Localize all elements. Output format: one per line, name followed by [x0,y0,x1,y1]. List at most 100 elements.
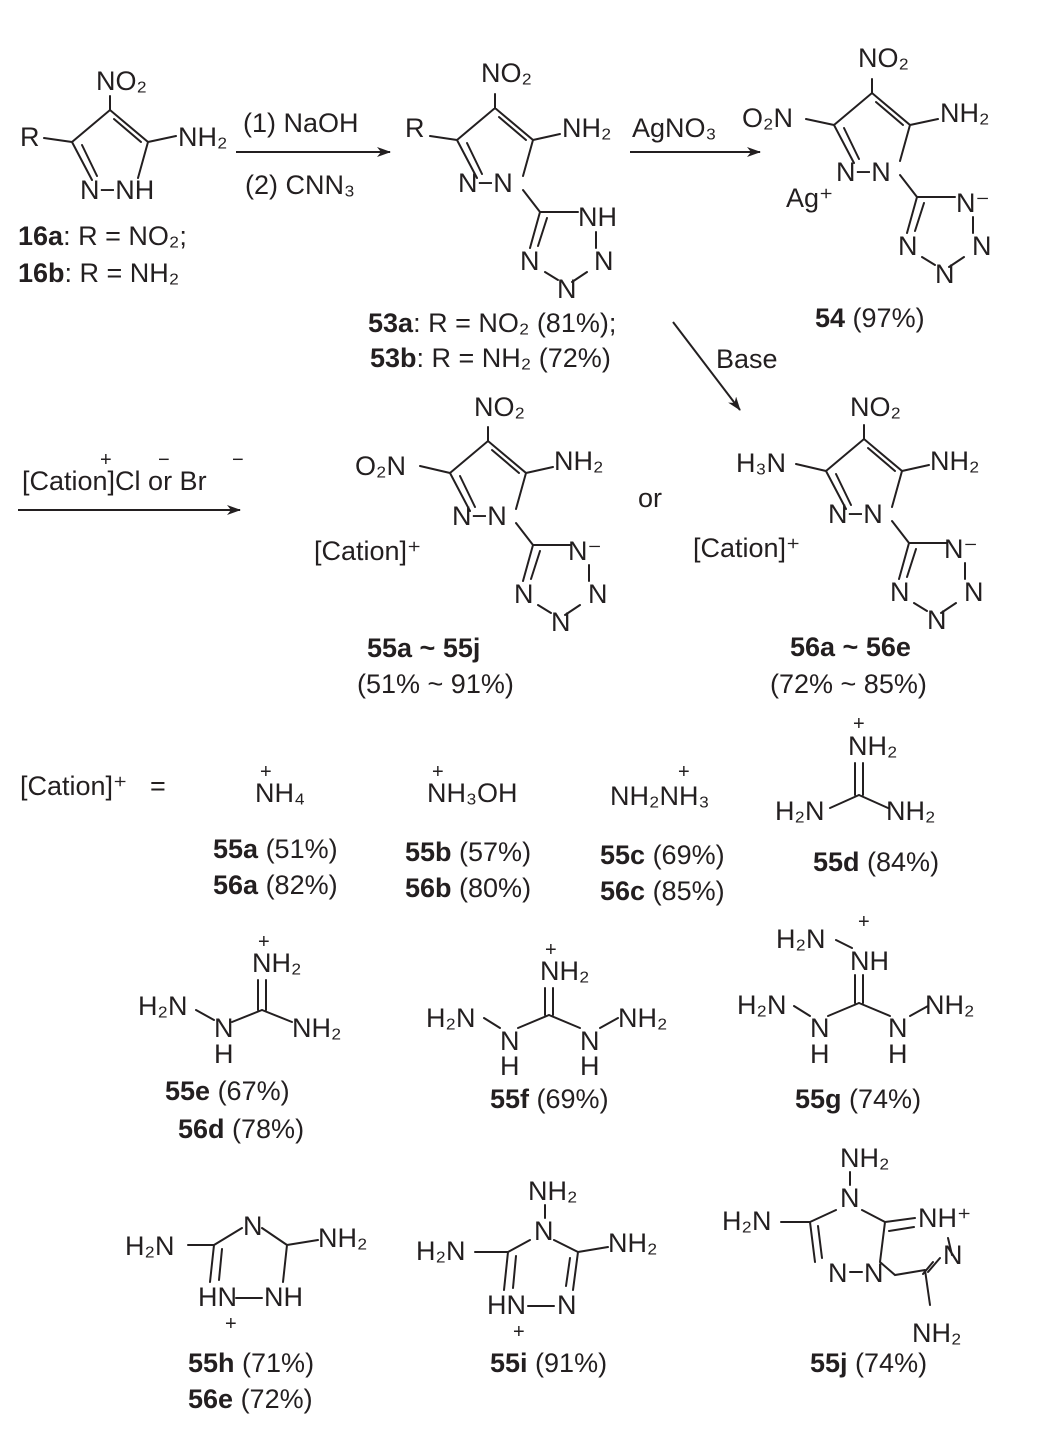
label-tetrazole-n: N [898,231,918,261]
label-n: N [580,1026,600,1056]
caption-55-yield-range: (51% ~ 91%) [357,669,514,699]
label-nh: NH [264,1282,303,1312]
label-nh2: NH₂ [848,731,897,761]
label-nh2: NH₂ [178,122,227,152]
cation-aminoguanidinium: + NH₂ H₂N N H NH₂ 55e (67%) 56d (78%) [138,931,341,1144]
bonds-56 [795,424,966,614]
label-hn: HN [487,1290,526,1320]
label-h: H [580,1051,600,1081]
label-nh-plus: NH⁺ [918,1203,971,1233]
charge-plus: + [545,939,557,961]
bonds-55h [187,1227,319,1299]
label-n: N [810,1013,830,1043]
cation-ammonium: + NH₄ [255,761,305,808]
label-n: N [840,1183,860,1213]
yield-56e: 56e (72%) [188,1384,313,1414]
compound-16: NO₂ R NH₂ N−NH 16a: R = NO₂; 16b: R = NH… [18,66,227,288]
label-nh2: NH₂ [292,1013,341,1043]
label-hn: HN [198,1282,237,1312]
reagent-naoh: (1) NaOH [243,108,359,138]
label-ring-n: N−N [828,499,883,529]
label-nh2: NH₂ [940,98,989,128]
bonds-53 [429,93,597,283]
reagent-cnn3: (2) CNN₃ [245,170,355,200]
yield-55b: 55b (57%) [405,837,531,867]
charge-minus: − [232,449,244,471]
label-h2n: H₂N [426,1003,475,1033]
label-no2: NO₂ [481,58,532,88]
label-tetrazole-nh: NH [578,202,617,232]
label-n: N [243,1211,263,1241]
label-nh2: NH₂ [930,446,979,476]
label-ring-n: N−N [452,501,507,531]
charge-plus: + [258,931,270,953]
label-n: N [888,1013,908,1043]
yield-55f: 55f (69%) [490,1084,609,1114]
caption-16a: 16a: R = NO₂; [18,221,187,251]
charge-plus: + [432,761,444,783]
label-r: R [405,113,425,143]
label-no2: NO₂ [850,392,901,422]
yield-56a: 56a (82%) [213,870,338,900]
label-tetrazole-n: N [514,579,534,609]
yield-55d: 55d (84%) [813,847,939,877]
yield-56c: 56c (85%) [600,876,725,906]
label-tetrazole-n: N [594,246,614,276]
caption-53a: 53a: R = NO₂ (81%); [368,308,616,338]
label-nh2: NH₂ [840,1143,889,1173]
caption-55-range: 55a ~ 55j [367,633,480,663]
cation-hydrazinium: + NH₂NH₃ [610,761,709,811]
caption-16b: 16b: R = NH₂ [18,258,179,288]
charge-plus: + [513,1321,525,1343]
charge-plus: + [678,761,690,783]
formula-nh2nh3: NH₂NH₃ [610,781,709,811]
label-nh2: NH₂ [562,113,611,143]
label-nh2: NH₂ [925,990,974,1020]
cation-hydroxylammonium: + NH₃OH [427,761,518,808]
yield-55c: 55c (69%) [600,840,725,870]
bonds-55i [474,1204,609,1307]
label-h: H [500,1051,520,1081]
label-h2n: H₂N [737,990,786,1020]
label-nh2: NH₂ [252,948,301,978]
cation-fused-triazolotriazolium: NH₂ N H₂N NH⁺ N N N NH₂ 55j (74%) [722,1143,971,1378]
label-no2: NO₂ [474,392,525,422]
label-cation: [Cation]⁺ [693,533,800,563]
charge-plus: + [225,1313,237,1335]
cation-triaminoguanidinium: + H₂N NH H₂N N H N H NH₂ 55g (74%) [737,911,974,1114]
label-h2n: H₂N [125,1231,174,1261]
label-nh2: NH₂ [886,796,935,826]
yield-55a: 55a (51%) [213,834,338,864]
yield-55e: 55e (67%) [165,1076,290,1106]
charge-minus: − [158,449,170,471]
label-n: N [534,1216,554,1246]
cation-diaminotriazolium: N H₂N NH₂ HN NH + 55h (71%) 56e (72%) [125,1211,367,1414]
label-ring-n: N−N [458,168,513,198]
compound-56: NO₂ H₃N NH₂ N−N [Cation]⁺ N⁻ N N N 56a ~… [693,392,984,699]
label-tetrazole-n-minus: N⁻ [944,534,978,564]
label-tetrazole-n: N [557,274,577,304]
formula-nh3oh: NH₃OH [427,778,518,808]
label-nh2: NH₂ [540,956,589,986]
caption-56-range: 56a ~ 56e [790,632,911,662]
charge-plus: + [100,449,112,471]
compound-55: NO₂ O₂N NH₂ N−N [Cation]⁺ N⁻ N N N 55a ~… [314,392,608,699]
label-h: H [810,1039,830,1069]
compound-54: NO₂ O₂N NH₂ N−N Ag⁺ N⁻ N N N 54 (97%) [742,43,992,333]
label-silver-ion: Ag⁺ [786,183,833,213]
label-h2n: H₂N [775,796,824,826]
label-h: H [214,1039,234,1069]
label-tetrazole-n: N [551,607,571,637]
charge-plus: + [858,911,870,933]
label-nh2: NH₂ [608,1228,657,1258]
bonds-54 [805,78,974,268]
label-ring-n: N−N [836,157,891,187]
label-h2n: H₂N [138,991,187,1021]
label-no2: NO₂ [96,66,147,96]
label-o2n: O₂N [742,103,793,133]
caption-54: 54 (97%) [815,303,925,333]
label-tetrazole-n: N [972,231,992,261]
label-n: N [214,1013,234,1043]
yield-55i: 55i (91%) [490,1348,607,1378]
